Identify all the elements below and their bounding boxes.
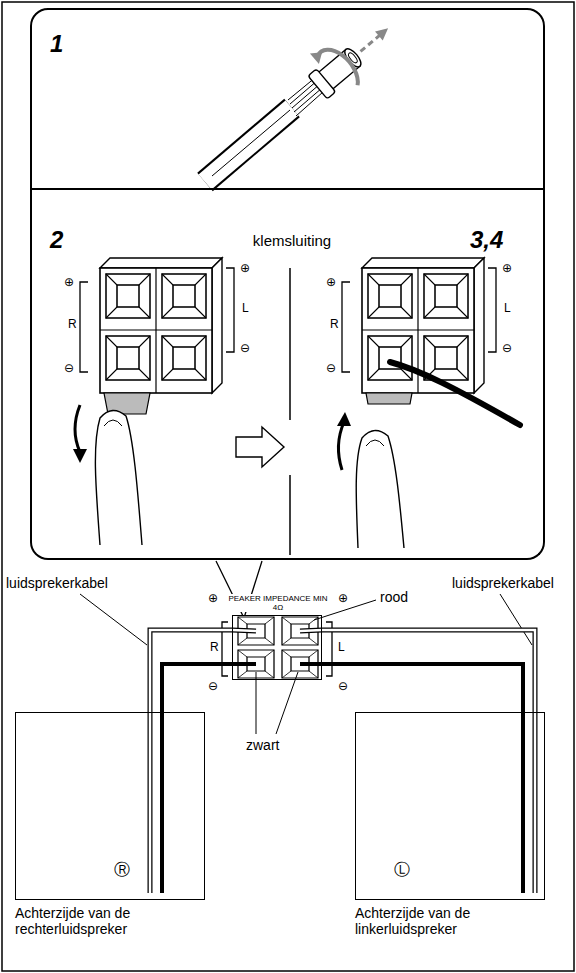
divider: [289, 268, 291, 420]
channel-letter: R: [210, 641, 219, 653]
speaker-terminal: [232, 630, 322, 631]
channel-letter: R: [330, 318, 339, 330]
speaker-wire: [150, 712, 535, 893]
terminal-illustration: [95, 410, 142, 545]
cable-wire: [150, 630, 232, 712]
channel-letter: R: [68, 318, 77, 330]
terminal-illustration: [104, 420, 122, 426]
polarity-mark: ⊕: [208, 592, 218, 604]
part-label: zwart: [246, 738, 279, 752]
speaker-cable: [322, 664, 523, 712]
cable-wire: [322, 630, 535, 712]
terminal-illustration: [73, 258, 520, 555]
leader-line: [500, 594, 532, 645]
speaker-box: ⓇAchterzijde van de rechterluidspreker: [15, 712, 205, 900]
polarity-mark: ⊖: [502, 342, 512, 354]
cable-illustration: [212, 110, 290, 176]
channel-letter: L: [504, 302, 511, 314]
cable-illustration: [310, 47, 327, 64]
polarity-mark: ⊖: [64, 362, 74, 374]
channel-letter: L: [242, 302, 249, 314]
speaker-wire: [162, 712, 523, 893]
terminal-illustration: [390, 362, 520, 425]
terminal-illustration: [366, 440, 384, 446]
terminal-illustration: [337, 412, 351, 426]
step-number: 3,4: [470, 226, 503, 254]
cable-illustration: [205, 108, 292, 182]
speaker-terminal: [232, 662, 322, 666]
terminal-illustration: [73, 449, 87, 463]
cable-illustration: [205, 108, 292, 182]
impedance-label: PEAKER IMPEDANCE MIN 4Ω: [223, 594, 333, 612]
polarity-mark: ⊖: [240, 342, 250, 354]
speaker-wire: [150, 712, 535, 893]
terminal-block: PEAKER IMPEDANCE MIN 4Ω: [232, 615, 322, 680]
polarity-mark: ⊖: [326, 362, 336, 374]
polarity-mark: ⊖: [208, 680, 218, 692]
speaker-caption: Achterzijde van de linkerluidspreker: [355, 905, 555, 937]
callout-panel: 2 klemsluiting 3,4: [30, 190, 545, 560]
leader-line: [80, 594, 532, 734]
polarity-mark: ⊕: [240, 262, 250, 274]
terminal-illustration: [366, 393, 412, 404]
polarity-mark: ⊕: [64, 276, 74, 288]
leader-line: [80, 594, 147, 645]
polarity-mark: ⊕: [326, 276, 336, 288]
step-number: 1: [50, 30, 63, 58]
cable-illustration: [298, 5, 404, 106]
cable-illustration: [308, 69, 336, 99]
polarity-mark: ⊕: [502, 262, 512, 274]
speaker-terminal: [232, 630, 322, 631]
step-number: 2: [50, 226, 63, 254]
cable-illustration: [317, 42, 364, 93]
speaker-cable: [150, 630, 232, 712]
polarity-mark: ⊖: [338, 680, 348, 692]
speaker-caption: Achterzijde van de rechterluidspreker: [15, 905, 207, 937]
terminal-illustration: [80, 258, 234, 393]
leader-line: [276, 672, 298, 734]
step-arrow: [236, 427, 284, 467]
speaker-box: ⓁAchterzijde van de linkerluidspreker: [355, 712, 545, 900]
cable-illustration: [205, 5, 404, 182]
part-label: luidsprekerkabel: [6, 576, 108, 590]
terminal-illustration: [356, 430, 404, 548]
channel-letter: L: [338, 641, 345, 653]
channel-mark: Ⓡ: [114, 861, 130, 879]
speaker-terminal: [232, 615, 322, 680]
part-label: luidsprekerkabel: [452, 576, 554, 590]
cable-wire: [322, 630, 535, 712]
cable-wire: [322, 664, 523, 712]
channel-mark: Ⓛ: [394, 861, 410, 879]
terminal-illustration: [75, 405, 80, 452]
cable-wire: [162, 664, 232, 712]
speaker-wire: [150, 712, 535, 893]
step-title: klemsluiting: [232, 232, 352, 249]
divider: [289, 475, 291, 555]
callout-panel: 1: [30, 8, 545, 190]
terminal-illustration: [338, 422, 344, 470]
leader-line: [256, 672, 257, 734]
speaker-cable: [162, 664, 232, 712]
part-label: rood: [380, 590, 408, 604]
polarity-mark: ⊕: [338, 592, 348, 604]
cable-illustration: [361, 35, 381, 52]
speaker-cable: [322, 630, 535, 712]
cable-illustration: [375, 24, 392, 41]
cable-wire: [150, 630, 232, 712]
speaker-terminal: [222, 615, 332, 680]
